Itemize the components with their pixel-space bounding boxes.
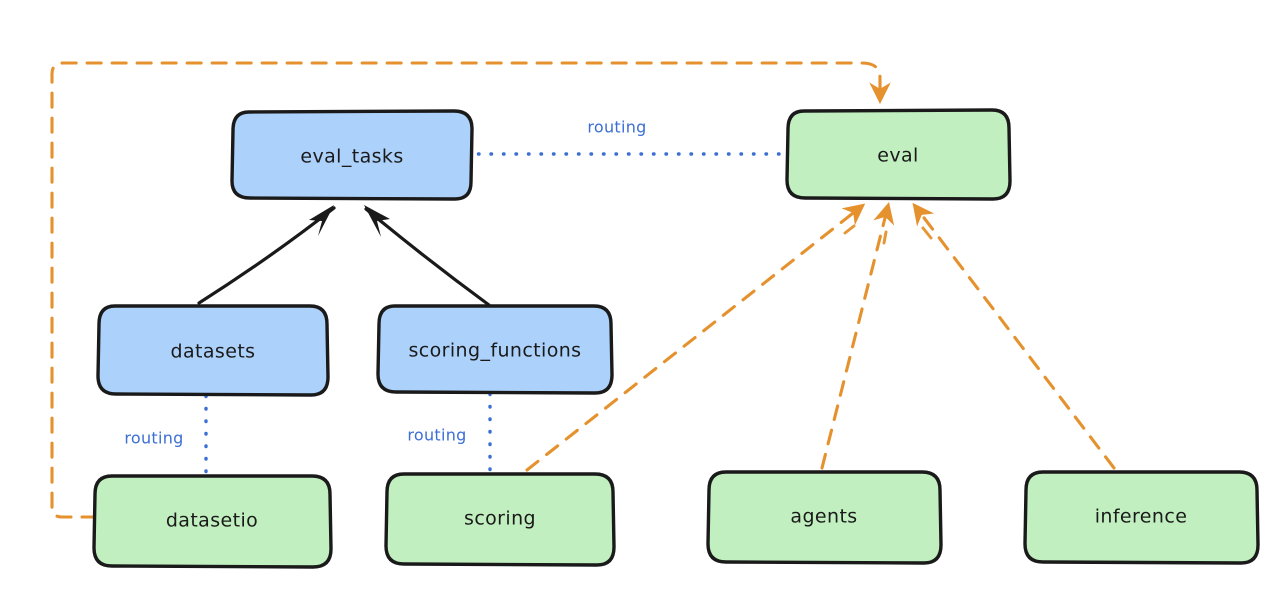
node-shape-eval_tasks (230, 109, 474, 201)
node-shape-eval (785, 108, 1012, 201)
node-label-inference: inference (1095, 506, 1188, 528)
edge-label-routing-datasetio: routing (124, 429, 183, 448)
eval-inbound-fan (843, 224, 933, 245)
node-label-datasetio: datasetio (166, 510, 258, 532)
node-layer: eval_tasks eval datasets scoring_functio… (92, 108, 1260, 569)
node-shape-scoring_functions (376, 304, 614, 395)
dependency-line-agents (820, 201, 895, 470)
node-shape-datasets (96, 304, 330, 397)
node-label-scoring_functions: scoring_functions (409, 340, 582, 362)
dependency-line-inference (912, 202, 1116, 470)
node-label-eval: eval (877, 145, 918, 167)
dependency-line-scoring (525, 203, 866, 472)
node-eval_tasks[interactable]: eval_tasks (230, 109, 474, 201)
inherit-line-scoring_functions (364, 207, 491, 307)
node-shape-inference (1023, 470, 1260, 565)
node-shape-agents (706, 470, 943, 565)
node-label-eval_tasks: eval_tasks (300, 146, 403, 168)
edge-scoring_functions-eval_tasks (364, 205, 491, 307)
node-label-agents: agents (790, 506, 857, 528)
edge-datasets-eval_tasks (197, 205, 336, 305)
edge-label-routing-scoring: routing (407, 426, 466, 445)
edge-label-layer: routing routing routing (124, 118, 646, 448)
inherit-arrowhead-scoring_functions (364, 205, 390, 237)
node-shape-datasetio (92, 474, 333, 569)
node-datasetio[interactable]: datasetio (92, 474, 333, 569)
node-agents[interactable]: agents (706, 470, 943, 565)
inherit-line-datasets (197, 206, 336, 305)
node-scoring[interactable]: scoring (384, 472, 616, 567)
edge-inference-eval (912, 202, 1116, 470)
node-eval[interactable]: eval (785, 108, 1012, 201)
node-inference[interactable]: inference (1023, 470, 1260, 565)
edge-agents-eval (820, 201, 895, 470)
node-label-datasets: datasets (171, 341, 256, 363)
edge-layer (50, 61, 1116, 519)
node-datasets[interactable]: datasets (96, 304, 330, 397)
inherit-arrowhead-datasets (309, 205, 334, 236)
node-label-scoring: scoring (464, 508, 536, 530)
edge-scoring-eval (525, 203, 866, 472)
edge-label-routing-eval: routing (587, 118, 646, 137)
node-shape-scoring (384, 472, 616, 567)
dependency-line-datasetio (50, 61, 891, 519)
edge-datasetio-eval (50, 61, 891, 519)
node-scoring_functions[interactable]: scoring_functions (376, 304, 614, 395)
